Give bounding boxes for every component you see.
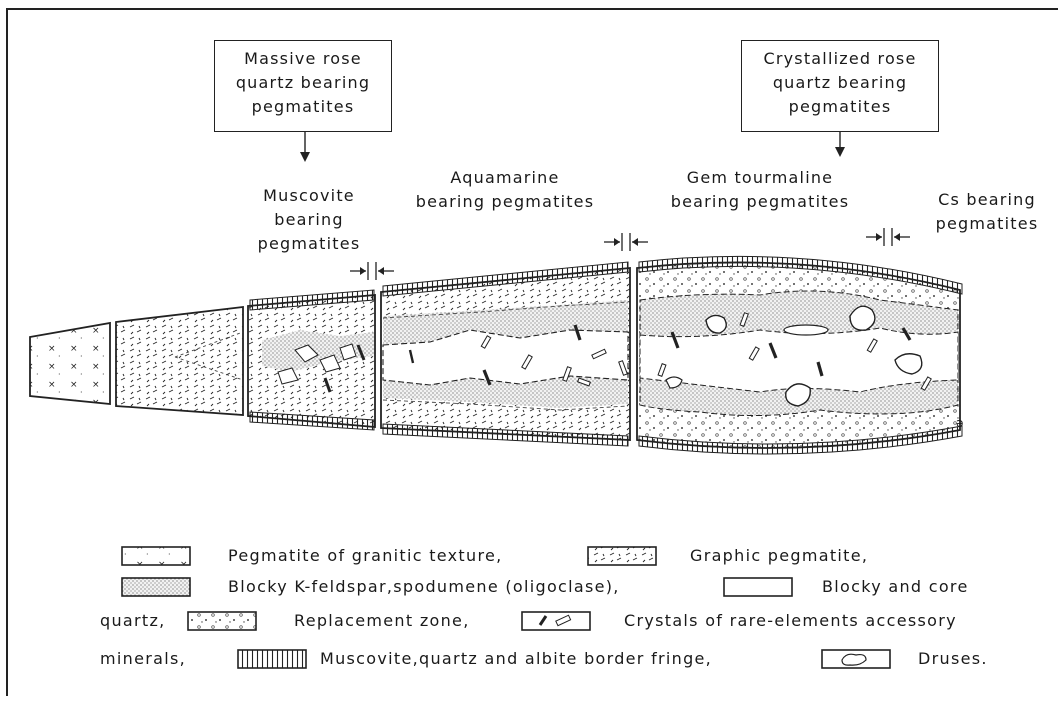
- arrow-down-icon: [835, 132, 845, 157]
- legend-druses: Druses.: [918, 646, 988, 672]
- zone-aquamarine: [381, 262, 630, 446]
- legend-minerals: minerals,: [100, 646, 186, 672]
- legend-granitic: Pegmatite of granitic texture,: [228, 543, 503, 569]
- zone-granitic-texture: [30, 323, 110, 404]
- legend-blocky-k: Blocky K-feldspar,spodumene (oligoclase)…: [228, 574, 620, 600]
- legend-row-3: quartz, Replacement zone, Crystals of ra…: [0, 608, 1062, 634]
- legend-row-1: Pegmatite of granitic texture, Graphic p…: [0, 543, 1062, 569]
- zone-tourmaline-cs: [637, 256, 962, 454]
- legend-blocky-core: Blocky and core: [822, 574, 969, 600]
- corner-mark: ǝ: [956, 416, 963, 430]
- legend-row-4: minerals, Muscovite,quartz and albite bo…: [0, 646, 1062, 672]
- legend-graphic: Graphic pegmatite,: [690, 543, 868, 569]
- arrow-down-icon: [300, 132, 310, 162]
- legend-quartz: quartz,: [100, 608, 166, 634]
- legend-replacement: Replacement zone,: [294, 608, 470, 634]
- legend-row-2: Blocky K-feldspar,spodumene (oligoclase)…: [0, 574, 1062, 600]
- legend-fringe: Muscovite,quartz and albite border fring…: [320, 646, 712, 672]
- zone-graphic: [116, 307, 243, 415]
- zone-muscovite: [248, 290, 375, 430]
- gap-marker-icon: [350, 262, 394, 280]
- gap-marker-icon: [866, 228, 910, 246]
- gap-marker-icon: [604, 233, 648, 251]
- legend-crystals: Crystals of rare-elements accessory: [624, 608, 957, 634]
